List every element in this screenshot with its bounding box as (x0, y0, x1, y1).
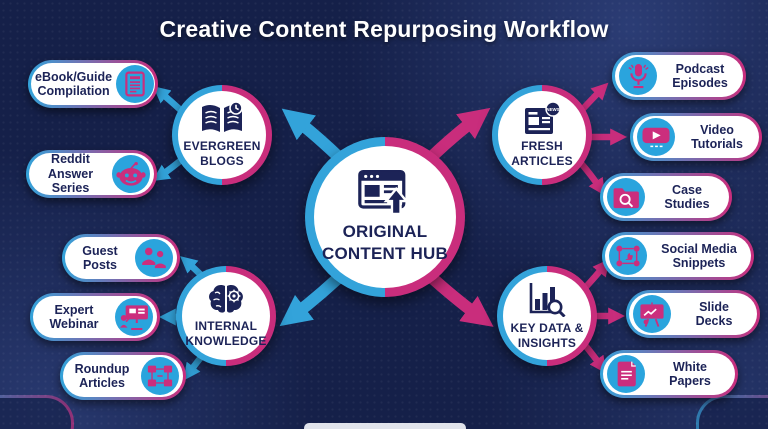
brain-gear-icon (209, 285, 243, 313)
leaf-social-media-snippets: Social Media Snippets (602, 232, 754, 280)
hub-label: ORIGINAL CONTENT HUB (322, 222, 448, 263)
branch-inner: NEWS FRESH ARTICLES (498, 91, 586, 179)
video-play-icon (642, 127, 670, 147)
chart-magnifier-icon (529, 282, 566, 317)
branch-internal-knowledge: INTERNAL KNOWLEDGE (176, 266, 276, 366)
branch-inner: EVERGREEN BLOGS (178, 91, 266, 179)
branch-label: KEY DATA & INSIGHTS (510, 320, 584, 350)
leaf-icon-circle (116, 65, 155, 103)
open-book-clock-icon (202, 101, 243, 133)
branch-label: INTERNAL KNOWLEDGE (185, 319, 267, 348)
leaf-podcast-episodes: Podcast Episodes (612, 52, 746, 100)
branch-key-data-insights: KEY DATA & INSIGHTS (497, 266, 597, 366)
leaf-icon-circle (607, 178, 645, 216)
scroll-document-icon (617, 361, 636, 387)
leaf-icon-circle (112, 155, 150, 193)
leaf-label: Reddit Answer Series (47, 152, 94, 196)
leaf-icon-circle (607, 355, 645, 393)
presenter-screen-icon (120, 305, 148, 330)
corner-decoration-right (696, 395, 768, 429)
presentation-board-icon (640, 301, 664, 327)
leaf-video-tutorials: Video Tutorials (630, 113, 762, 161)
newspaper-icon: NEWS (525, 101, 561, 135)
leaf-label: Case Studies (664, 182, 710, 211)
leaf-icon-circle (609, 237, 647, 275)
leaf-ebook-guide-compilation: eBook/Guide Compilation (28, 60, 158, 108)
microphone-icon (627, 64, 649, 89)
browser-upload-icon (358, 170, 409, 216)
page-title: Creative Content Repurposing Workflow (159, 16, 609, 42)
leaf-slide-decks: Slide Decks (626, 290, 760, 338)
ebook-icon (125, 71, 145, 97)
social-network-icon (616, 245, 640, 267)
branch-fresh-articles: NEWS FRESH ARTICLES (492, 85, 592, 185)
branch-inner: KEY DATA & INSIGHTS (503, 272, 591, 360)
leaf-icon-circle (115, 298, 153, 336)
leaf-white-papers: White Papers (600, 350, 738, 398)
reddit-icon (116, 161, 146, 186)
leaf-label: Podcast Episodes (672, 61, 728, 90)
leaf-label: Slide Decks (695, 299, 733, 328)
svg-text:NEWS: NEWS (546, 107, 559, 112)
leaf-guest-posts: Guest Posts (62, 234, 180, 282)
leaf-label: Video Tutorials (691, 122, 743, 151)
linked-documents-icon (147, 365, 173, 387)
branch-label: FRESH ARTICLES (511, 139, 573, 168)
branch-label: EVERGREEN BLOGS (183, 139, 261, 168)
leaf-icon-circle (637, 118, 675, 156)
branch-inner: INTERNAL KNOWLEDGE (182, 272, 270, 360)
leaf-label: eBook/Guide Compilation (35, 69, 113, 98)
leaf-expert-webinar: Expert Webinar (30, 293, 160, 341)
arrow-to-white-papers (580, 340, 607, 374)
leaf-icon-circle (135, 239, 173, 277)
leaf-reddit-answer-series: Reddit Answer Series (26, 150, 157, 198)
arrow-to-case-studies (576, 158, 606, 196)
hub-inner: ORIGINAL CONTENT HUB (314, 146, 456, 288)
leaf-icon-circle (141, 357, 179, 395)
leaf-icon-circle (633, 295, 671, 333)
leaf-label: Roundup Articles (74, 361, 130, 390)
leaf-label: Expert Webinar (49, 302, 99, 331)
folder-search-icon (613, 187, 639, 208)
bottom-strip-decoration (304, 423, 466, 429)
leaf-roundup-articles: Roundup Articles (60, 352, 186, 400)
leaf-label: Social Media Snippets (661, 241, 737, 270)
original-content-hub-node: ORIGINAL CONTENT HUB (305, 137, 465, 297)
corner-decoration-left (0, 395, 74, 429)
leaf-label: Guest Posts (82, 243, 118, 272)
people-handshake-icon (142, 247, 166, 269)
branch-evergreen-blogs: EVERGREEN BLOGS (172, 85, 272, 185)
leaf-label: White Papers (669, 359, 711, 388)
leaf-icon-circle (619, 57, 657, 95)
leaf-case-studies: Case Studies (600, 173, 732, 221)
